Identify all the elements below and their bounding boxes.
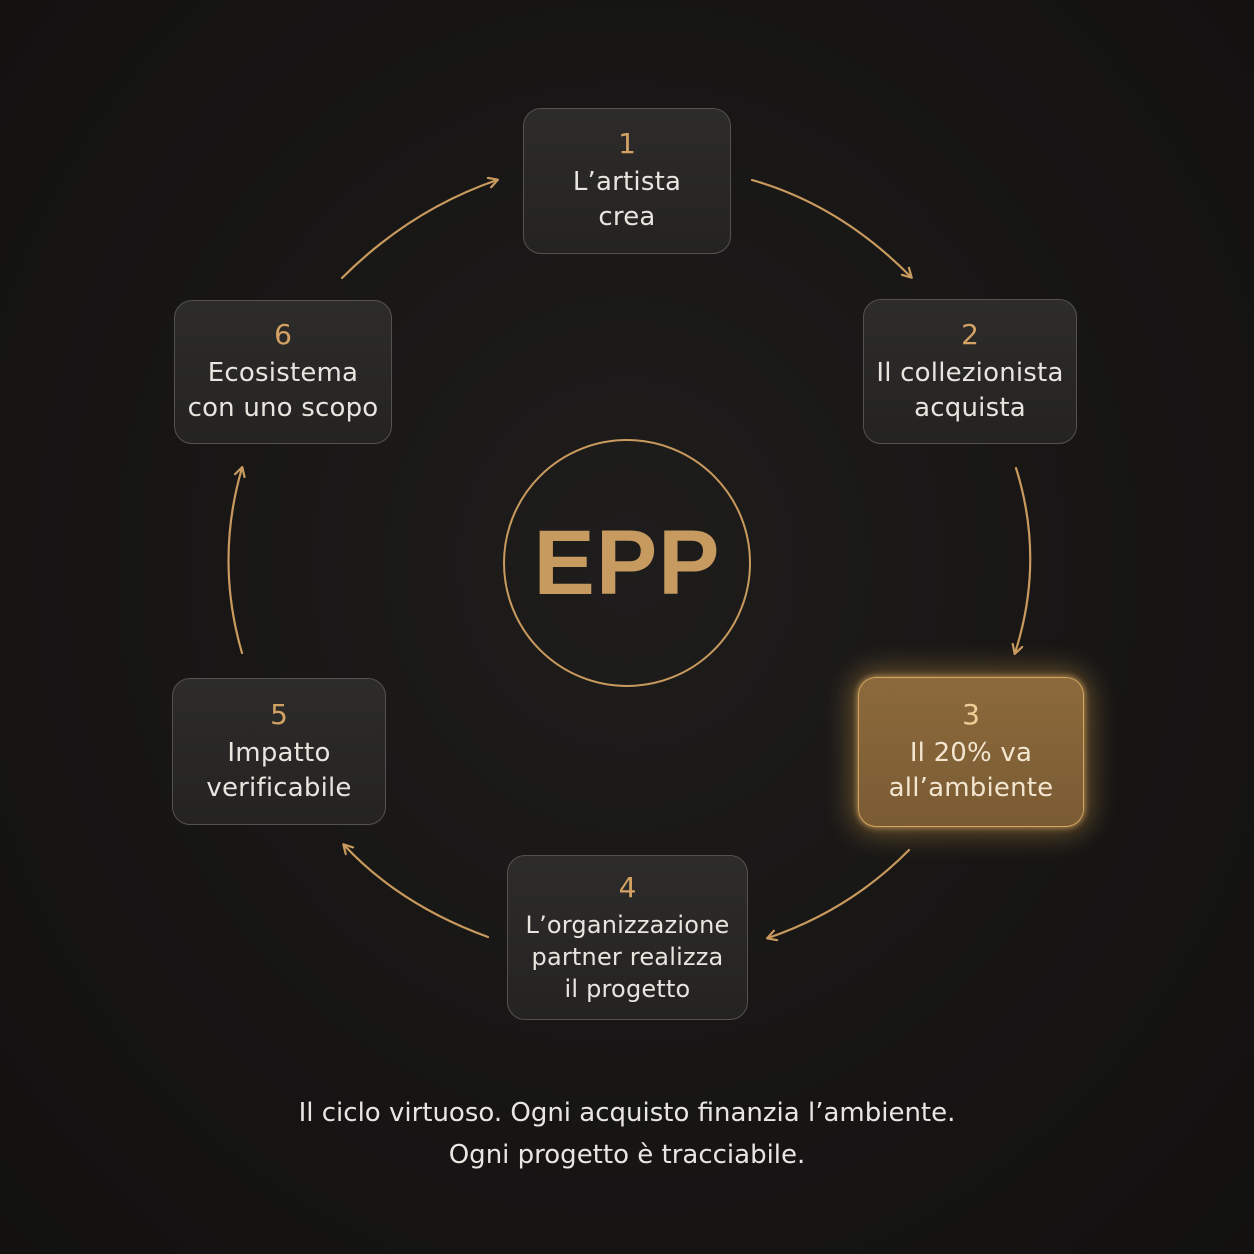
arrow-2-to-3 [1015, 466, 1032, 653]
arrow-5-to-6 [227, 468, 243, 655]
center-circle: EPP [503, 439, 751, 687]
step-6-box: 6 Ecosistema con uno scopo [174, 300, 392, 444]
step-2-box: 2 Il collezionista acquista [863, 299, 1077, 444]
step-number: 4 [618, 870, 637, 904]
step-label: L’organizzazione partner realizza il pro… [525, 910, 730, 1003]
step-number: 2 [961, 317, 979, 351]
arrow-3-to-4 [768, 848, 911, 938]
arrow-1-to-2 [750, 178, 911, 277]
step-number: 6 [274, 318, 292, 351]
step-label: Impatto verificabile [206, 737, 352, 803]
arrow-6-to-1 [340, 180, 497, 280]
caption-line-2: Ogni progetto è tracciabile. [448, 1140, 806, 1170]
caption: Il ciclo virtuoso. Ogni acquisto finanzi… [0, 1092, 1254, 1176]
step-label: L’artista crea [572, 167, 682, 232]
step-label: Il 20% va all’ambiente [888, 738, 1054, 803]
center-label: EPP [533, 511, 721, 614]
step-3-box: 3 Il 20% va all’ambiente [858, 677, 1084, 827]
arrow-4-to-5 [344, 845, 490, 939]
caption-line-1: Il ciclo virtuoso. Ogni acquisto finanzi… [298, 1098, 956, 1128]
step-number: 1 [618, 127, 636, 160]
step-1-box: 1 L’artista crea [523, 108, 731, 254]
step-number: 5 [270, 697, 288, 731]
step-5-box: 5 Impatto verificabile [172, 678, 386, 825]
step-label: Ecosistema con uno scopo [187, 358, 379, 423]
step-number: 3 [962, 698, 980, 731]
step-label: Il collezionista acquista [876, 357, 1064, 423]
step-4-box: 4 L’organizzazione partner realizza il p… [507, 855, 748, 1020]
